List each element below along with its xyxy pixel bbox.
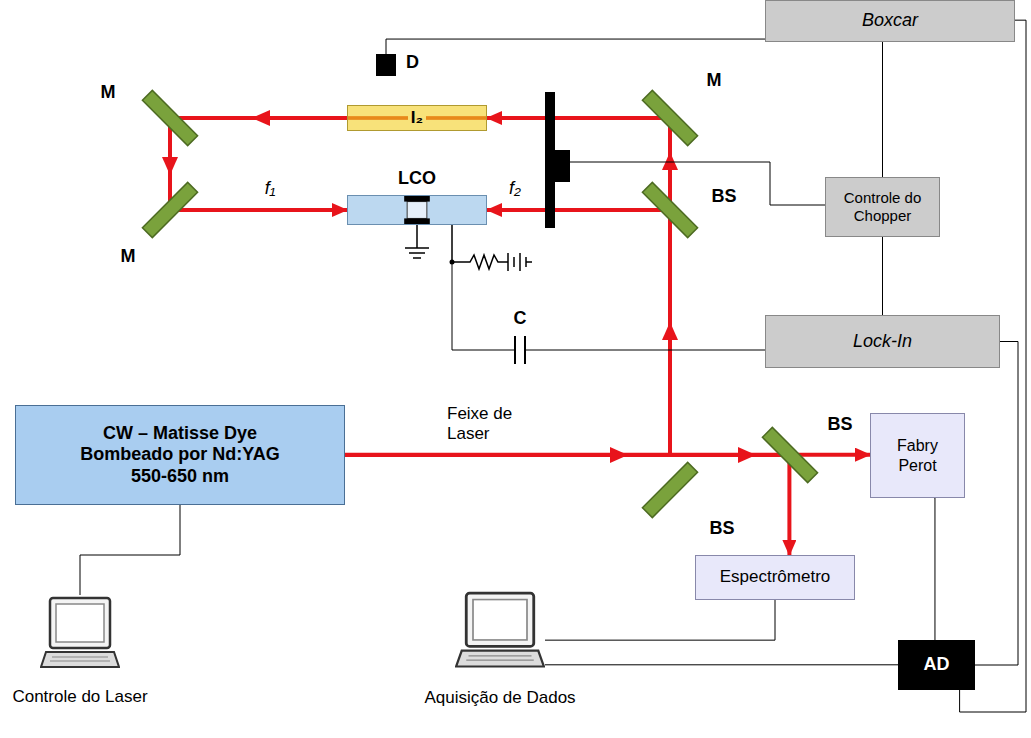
node-text: D [406, 52, 419, 74]
signal-wire [975, 342, 1018, 666]
laser-beam [170, 118, 347, 210]
beam-splitter [762, 427, 817, 482]
iodine-cell: I₂ [347, 105, 487, 131]
node-text: CW – Matisse Dye Bombeado por Nd:YAG 550… [65, 423, 295, 488]
node-text: Fabry Perot [877, 436, 958, 474]
node-text: Espectrômetro [720, 567, 831, 587]
signal-wire [882, 42, 883, 177]
chopper-motor [555, 150, 570, 182]
beam-caption: Feixe de Laser [447, 404, 527, 443]
chopper-wire [570, 162, 825, 205]
instrument-box: Controle do Chopper [825, 177, 940, 237]
electrode [404, 218, 430, 224]
node-text: Boxcar [862, 10, 918, 32]
laptop-icon: Aquisição de Dados [455, 590, 545, 675]
beam-arrow [738, 447, 756, 463]
signal-wire [882, 237, 883, 315]
beam-label: f₂ [509, 178, 521, 199]
beam-arrow [610, 447, 628, 463]
laptop-drawing [40, 595, 120, 675]
mirror [142, 182, 197, 237]
laptop-screen [50, 598, 110, 648]
laser-beam [345, 455, 790, 555]
detector: D [376, 54, 396, 76]
node-text: I₂ [408, 108, 426, 128]
signal-wire [452, 262, 765, 350]
node-text: AD [924, 654, 950, 676]
laptop-icon: Controle do Laser [40, 595, 120, 675]
instrument-box: Fabry Perot [870, 413, 965, 498]
node-text: Controle do Chopper [832, 189, 933, 225]
signal-wire [386, 39, 765, 54]
instrument-box: Boxcar [765, 0, 1015, 42]
node-text: Lock-In [853, 331, 912, 353]
laser-beam [345, 210, 670, 455]
converter-box: AD [898, 640, 975, 690]
optic-label: BS [711, 186, 736, 207]
optic-label: M [707, 70, 722, 91]
laptop-display [56, 604, 104, 642]
resistor-symbol [452, 225, 508, 269]
mirror [642, 90, 697, 145]
optic-label: BS [709, 518, 734, 539]
signal-wire [545, 600, 775, 640]
laptop-keys [466, 656, 534, 660]
ground-symbol [405, 225, 429, 258]
optic-label: M [101, 82, 116, 103]
instrument-box: Lock-In [765, 315, 1000, 368]
lco-drawing [348, 196, 486, 224]
laptop-base [41, 652, 119, 667]
beam-splitter [642, 182, 697, 237]
beam-arrow [662, 152, 678, 170]
beam-splitter [642, 462, 697, 517]
component-label: C [514, 308, 527, 329]
beam-arrow [662, 322, 678, 340]
battery-symbol [508, 253, 532, 271]
crystal-cell: LCO [347, 195, 487, 225]
laptop-base [456, 651, 544, 667]
beam-arrow [162, 157, 178, 175]
chopper-blade [545, 92, 555, 228]
laser-beam [345, 118, 670, 455]
signal-wire [545, 664, 898, 665]
beam-label: f₁ [265, 178, 276, 199]
electrode [404, 196, 430, 202]
laptop-keys [50, 657, 110, 661]
capacitor-symbol [515, 336, 525, 364]
instrument-box: Espectrômetro [695, 555, 855, 600]
node-text: LCO [398, 168, 436, 190]
optic-label: M [121, 246, 136, 267]
optic-label: BS [827, 414, 852, 435]
signal-wire [80, 505, 180, 595]
beam-arrow [252, 110, 270, 126]
laptop-screen [466, 593, 534, 646]
crystal [407, 202, 427, 219]
laser-source: CW – Matisse Dye Bombeado por Nd:YAG 550… [15, 405, 345, 505]
signal-wire [934, 498, 935, 640]
node-text: Aquisição de Dados [424, 688, 575, 708]
laptop-drawing [455, 590, 545, 675]
mirror [142, 90, 197, 145]
laptop-display [473, 600, 527, 640]
node-text: Controle do Laser [12, 687, 147, 707]
